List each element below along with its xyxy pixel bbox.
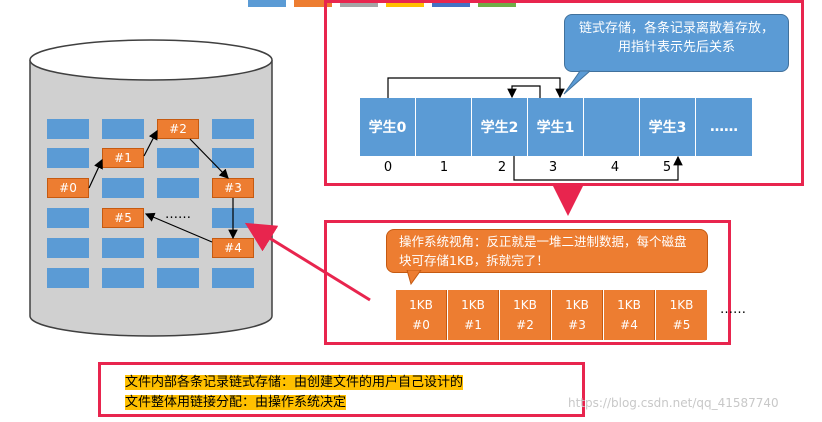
disk-block — [157, 268, 199, 288]
disk-block — [157, 238, 199, 258]
color-swatch — [386, 0, 424, 7]
disk-block — [157, 148, 199, 168]
summary-text-1: 文件内部各条记录链式存储：由创建文件的用户自己设计的 — [125, 375, 464, 390]
array-cell-5: 学生3 — [640, 98, 696, 156]
array-cell-0: 学生0 — [360, 98, 416, 156]
array-index-1: 1 — [439, 160, 449, 175]
link-arrow — [189, 138, 229, 179]
kb-block-2: 1KB#2 — [500, 290, 551, 340]
kb-block-5: 1KB#5 — [656, 290, 707, 340]
bubble-tail — [563, 70, 590, 95]
kb-block-1: 1KB#1 — [448, 290, 499, 340]
disk-block — [102, 268, 144, 288]
kb-size: 1KB — [565, 298, 589, 312]
summary-box — [98, 362, 585, 417]
kb-block-3: 1KB#3 — [552, 290, 603, 340]
array-index-4: 4 — [610, 160, 620, 175]
pointer-1-to-2 — [507, 85, 541, 99]
kb-label: #4 — [620, 318, 638, 332]
disk-block — [212, 148, 254, 168]
chain-storage-panel — [324, 0, 804, 186]
disk-block — [102, 238, 144, 258]
disk-block — [102, 119, 144, 139]
kb-label: #3 — [568, 318, 586, 332]
disk-block — [47, 119, 89, 139]
summary-text-2: 文件整体用链接分配：由操作系统决定 — [125, 395, 347, 410]
chain-storage-bubble: 链式存储，各条记录离散着存放，用指针表示先后关系 — [564, 14, 789, 72]
os-bubble-tail — [406, 270, 422, 286]
array-index-0: 0 — [383, 160, 393, 175]
array-index-2: 2 — [497, 160, 507, 175]
disk-block — [47, 268, 89, 288]
kb-label: #2 — [516, 318, 534, 332]
color-swatch — [248, 0, 286, 7]
disk-record-3: #3 — [212, 178, 254, 198]
array-cell-6: …… — [696, 98, 752, 156]
kb-size: 1KB — [409, 298, 433, 312]
disk-block — [47, 148, 89, 168]
color-swatch — [478, 0, 516, 7]
link-arrow — [88, 158, 103, 189]
kb-size: 1KB — [461, 298, 485, 312]
array-cell-3: 学生1 — [528, 98, 584, 156]
array-index-5: 5 — [662, 160, 672, 175]
summary-line-2: 文件整体用链接分配：由操作系统决定 — [125, 394, 347, 411]
disk-block — [102, 178, 144, 198]
os-view-bubble: 操作系统视角：反正就是一堆二进制数据，每个磁盘块可存储1KB，拆就完了！ — [386, 229, 708, 273]
pointer-0-to-1 — [387, 77, 565, 99]
kb-block-0: 1KB#0 — [396, 290, 447, 340]
disk-block — [157, 178, 199, 198]
summary-line-1: 文件内部各条记录链式存储：由创建文件的用户自己设计的 — [125, 374, 464, 391]
pointer-arrow — [244, 222, 371, 302]
link-arrow — [143, 129, 158, 157]
kb-size: 1KB — [513, 298, 537, 312]
disk-block — [47, 208, 89, 228]
color-swatch — [294, 0, 332, 7]
top-color-strip — [248, 0, 520, 8]
watermark: https://blog.csdn.net/qq_41587740 — [568, 396, 779, 410]
kb-size: 1KB — [617, 298, 641, 312]
kb-label: #1 — [464, 318, 482, 332]
disk-block — [212, 119, 254, 139]
disk-record-5: #5 — [102, 208, 144, 228]
disk-record-0: #0 — [47, 178, 89, 198]
link-arrow — [144, 212, 213, 243]
color-swatch — [340, 0, 378, 7]
kb-label: #5 — [672, 318, 691, 332]
disk-block — [212, 268, 254, 288]
os-view-panel — [324, 220, 731, 345]
disk-ellipsis: …… — [165, 207, 191, 222]
disk-block — [47, 238, 89, 258]
kb-ellipsis: …… — [720, 302, 746, 317]
disk-record-1: #1 — [102, 148, 144, 168]
disk-cylinder — [29, 39, 273, 337]
disk-record-2: #2 — [157, 119, 199, 139]
color-swatch — [432, 0, 470, 7]
kb-label: #0 — [412, 318, 430, 332]
array-cell-2: 学生2 — [472, 98, 528, 156]
array-cell-4 — [584, 98, 640, 156]
kb-size: 1KB — [669, 298, 694, 312]
kb-block-4: 1KB#4 — [604, 290, 655, 340]
array-index-3: 3 — [548, 160, 558, 175]
pointer-2-to-3 — [513, 155, 683, 181]
array-cell-1 — [416, 98, 472, 156]
